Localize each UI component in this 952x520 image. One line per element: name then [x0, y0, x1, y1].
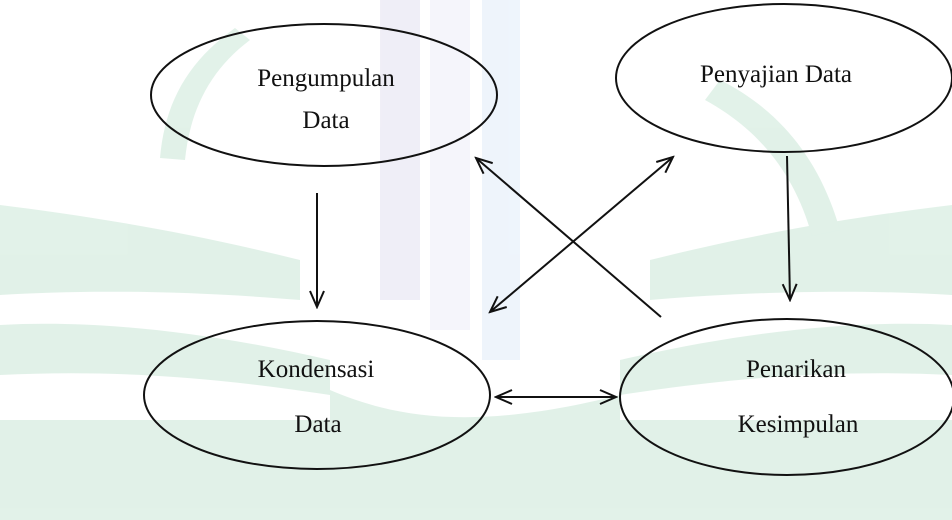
watermark-leaf-left-1: [0, 205, 300, 300]
arrow-penarikan-to-pengumpulan: [476, 158, 662, 318]
node-kondensasi-label-line2: Data: [294, 411, 341, 438]
watermark-leaf-right-2: [620, 323, 952, 395]
node-penyajian-label: Penyajian Data: [700, 61, 852, 88]
node-penarikan-label-line1: Penarikan: [746, 356, 846, 383]
node-penyajian-data: Penyajian Data: [615, 3, 952, 153]
watermark-base: [0, 420, 952, 520]
arrow-penyajian-to-penarikan: [787, 155, 790, 300]
watermark-arc-left: [160, 28, 250, 160]
node-pengumpulan-label-line2: Data: [302, 107, 349, 134]
node-penarikan-ellipse: [619, 318, 952, 476]
watermark-leaf-right-1: [650, 205, 952, 300]
node-penyajian-ellipse: [615, 3, 952, 153]
node-penarikan-kesimpulan: Penarikan Kesimpulan: [619, 318, 952, 476]
node-penarikan-label-line2: Kesimpulan: [738, 411, 859, 438]
node-kondensasi-data: Kondensasi Data: [143, 320, 491, 470]
watermark-bar-center: [430, 0, 470, 330]
node-pengumpulan-data: Pengumpulan Data: [150, 23, 498, 167]
watermark-arc-right: [705, 80, 840, 236]
node-pengumpulan-ellipse: [150, 23, 498, 167]
node-kondensasi-label-line1: Kondensasi: [258, 356, 375, 383]
node-kondensasi-ellipse: [143, 320, 491, 470]
node-pengumpulan-label-line1: Pengumpulan: [257, 65, 395, 92]
arrow-kondensasi-penyajian-bidirectional: [490, 157, 673, 312]
watermark-bar-left: [380, 0, 420, 300]
watermark-book-center: [330, 390, 620, 440]
